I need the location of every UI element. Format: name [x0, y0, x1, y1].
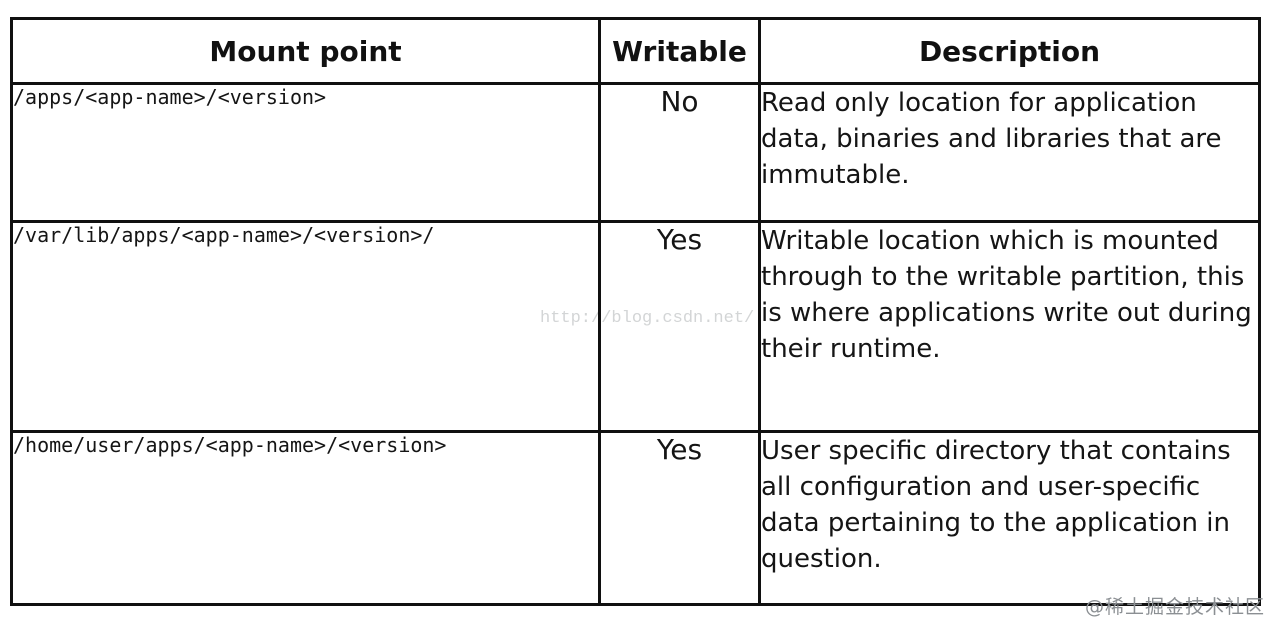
column-header-mount-point: Mount point	[10, 17, 601, 85]
table-row: /home/user/apps/<app-name>/<version> Yes…	[10, 430, 1261, 606]
mount-point-path: /home/user/apps/<app-name>/<version>	[10, 430, 601, 606]
description-text: Writable location which is mounted throu…	[758, 220, 1261, 433]
writable-value: Yes	[598, 220, 761, 433]
table-header-row: Mount point Writable Description	[10, 17, 1261, 85]
mount-point-path: /var/lib/apps/<app-name>/<version>/	[10, 220, 601, 433]
column-header-description: Description	[758, 17, 1261, 85]
mount-point-path: /apps/<app-name>/<version>	[10, 82, 601, 223]
description-text: Read only location for application data,…	[758, 82, 1261, 223]
description-text: User specific directory that contains al…	[758, 430, 1261, 606]
juejin-community-watermark: @稀土掘金技术社区	[1084, 596, 1265, 618]
column-header-writable: Writable	[598, 17, 761, 85]
mount-points-table: Mount point Writable Description /apps/<…	[10, 17, 1261, 606]
writable-value: No	[598, 82, 761, 223]
table-row: /var/lib/apps/<app-name>/<version>/ Yes …	[10, 220, 1261, 433]
table-row: /apps/<app-name>/<version> No Read only …	[10, 82, 1261, 223]
writable-value: Yes	[598, 430, 761, 606]
